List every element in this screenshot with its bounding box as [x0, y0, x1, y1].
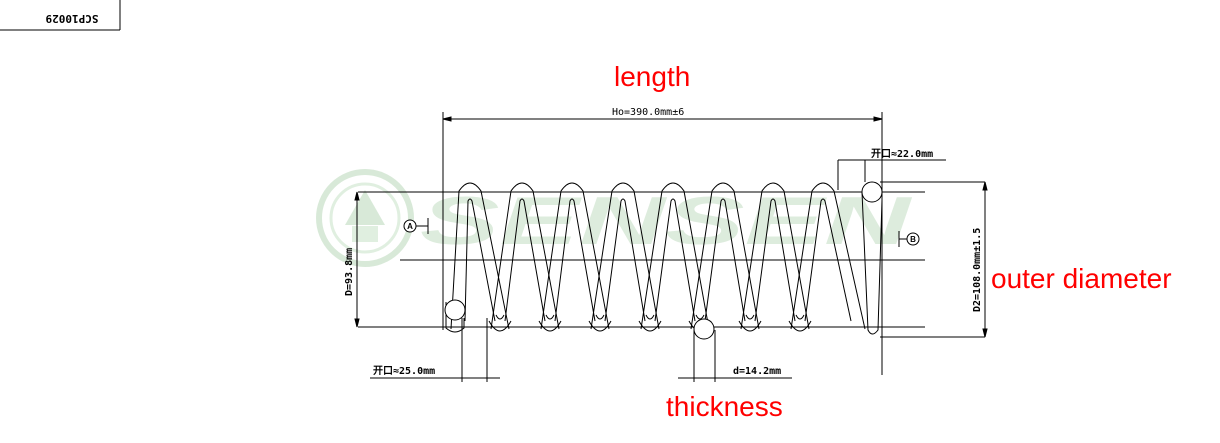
coil-segment — [745, 314, 755, 320]
datum-b-marker: B — [898, 231, 920, 247]
right-gap-dimension — [837, 159, 946, 190]
left-gap-label: 开口≈25.0mm — [373, 365, 435, 377]
coil-segment — [704, 198, 746, 322]
coil-segment — [588, 320, 612, 332]
coil-segment — [495, 314, 505, 320]
part-number-tag: SCP10029 — [0, 0, 121, 31]
coil-segment — [804, 198, 852, 322]
right-gap-label: 开口≈22.0mm — [871, 148, 933, 160]
coil-segment — [540, 182, 610, 330]
left-gap-dimension — [370, 318, 500, 382]
wire-sections — [444, 181, 883, 340]
outer-diameter-annotation: outer diameter — [991, 263, 1172, 294]
datum-b-label: B — [910, 235, 916, 244]
watermark-text: SENSEN — [420, 183, 913, 259]
outer-diameter-dimension — [982, 181, 988, 338]
coil-segment — [795, 314, 805, 320]
coil-segment — [450, 182, 510, 330]
coil-segment — [590, 182, 660, 330]
coil-segment — [754, 198, 796, 322]
wire-diameter-dimension — [678, 330, 792, 382]
coil-segment — [638, 320, 662, 332]
inner-diameter-dimension — [354, 191, 360, 328]
coil-segment — [464, 198, 496, 322]
coil-segment — [861, 191, 883, 335]
coil-segment — [690, 182, 760, 330]
datum-a-marker: A — [403, 218, 429, 234]
coil-segment — [738, 320, 762, 332]
wire-diameter-label: d=14.2mm — [733, 366, 781, 377]
free-length-dimension — [442, 112, 883, 375]
coil-segment — [740, 182, 810, 330]
coil-segment — [538, 320, 562, 332]
outer-diameter-label: D2=108.0mm±1.5 — [972, 228, 983, 312]
coil-segment — [788, 320, 812, 332]
coil-segment — [504, 198, 546, 322]
inner-diameter-label: D=93.8mm — [344, 248, 355, 296]
datum-a-label: A — [407, 222, 413, 231]
coil-segment — [488, 320, 512, 332]
coil-segment — [640, 182, 710, 330]
coil-segment — [545, 314, 555, 320]
part-number-text: SCP10029 — [46, 12, 99, 25]
coil-segment — [695, 314, 705, 320]
coil-segment — [445, 302, 465, 333]
coil-segment — [490, 182, 560, 330]
coil-segment — [654, 198, 696, 322]
coil-segment — [595, 314, 605, 320]
coil-segment — [645, 314, 655, 320]
length-annotation: length — [614, 61, 690, 92]
spring-coils — [445, 182, 883, 335]
coil-segment — [790, 182, 866, 330]
coil-segment — [554, 198, 596, 322]
thickness-annotation: thickness — [666, 391, 783, 422]
watermark-logo: SENSEN — [316, 169, 913, 267]
coil-segment — [604, 198, 646, 322]
free-length-label: Ho=390.0mm±6 — [612, 107, 684, 118]
